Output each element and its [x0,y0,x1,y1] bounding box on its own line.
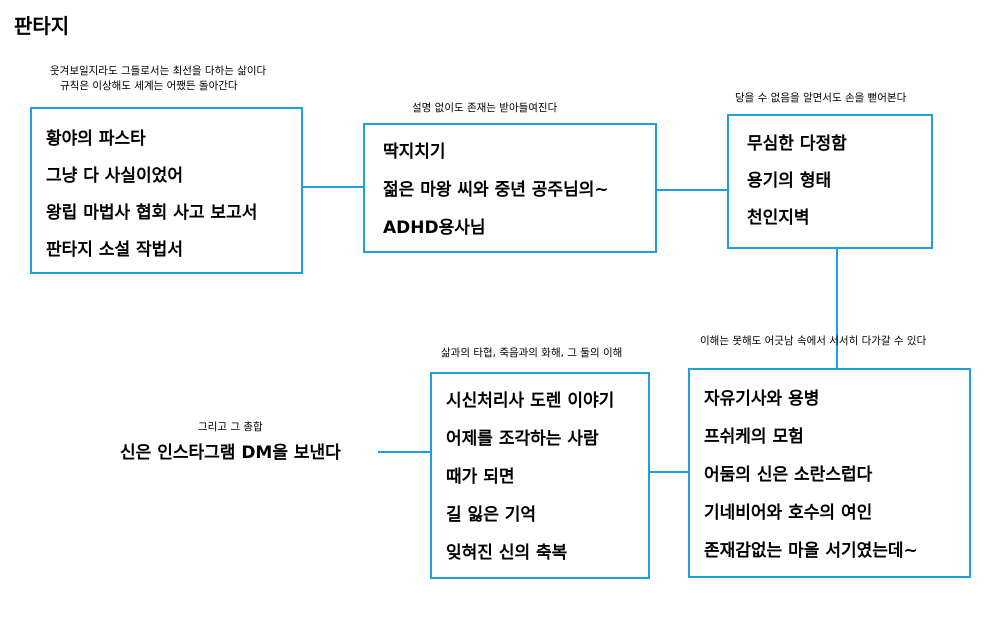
group-1-item: 그냥 다 사실이었어 [46,166,183,186]
group-2-caption-line-1: 설명 없이도 존재는 받아들여진다 [412,102,558,114]
group-1-item: 판타지 소설 작법서 [46,240,183,260]
group-1-caption: 웃겨보일지라도 그들로서는 최선을 다하는 삶이다 규칙은 이상해도 세계는 어… [50,64,266,94]
group-4-item: 기네비어와 호수의 여인 [704,503,873,523]
group-4-item: 어둠의 신은 소란스럽다 [704,465,873,485]
group-2-item: 딱지치기 [383,142,446,162]
group-1-caption-line-1: 웃겨보일지라도 그들로서는 최선을 다하는 삶이다 [50,65,267,77]
page-title: 판타지 [14,14,70,38]
group-2-item: 젊은 마왕 씨와 중년 공주님의~ [383,180,609,200]
group-3-item: 천인지벽 [747,208,810,228]
group-2-box: 딱지치기 젊은 마왕 씨와 중년 공주님의~ ADHD용사님 [363,123,657,253]
group-1-item: 황야의 파스타 [46,129,146,149]
group-4-item: 자유기사와 용병 [704,389,820,409]
group-6-item: 신은 인스타그램 DM을 보낸다 [120,443,341,463]
group-1-box: 황야의 파스타 그냥 다 사실이었어 왕립 마법사 협회 사고 보고서 판타지 … [30,107,303,274]
group-1-item: 왕립 마법사 협회 사고 보고서 [46,203,258,223]
group-2-item: ADHD용사님 [383,218,486,238]
group-3-caption-line-1: 당을 수 없음을 알면서도 손을 뻗어본다 [735,92,907,104]
group-4-caption-line-1: 이해는 못해도 어긋남 속에서 서서히 다가갈 수 있다 [700,335,927,347]
group-4-box: 자유기사와 용병 프쉬케의 모험 어둠의 신은 소란스럽다 기네비어와 호수의 … [688,368,971,578]
group-1-caption-line-2: 규칙은 이상해도 세계는 어쨌든 돌아간다 [60,80,238,92]
group-3-item: 무심한 다정함 [747,134,847,154]
group-5-caption-line-1: 삶과의 타협, 죽음과의 화해, 그 둘의 이해 [441,347,623,359]
group-5-item: 어제를 조각하는 사람 [446,429,599,449]
group-4-item: 프쉬케의 모험 [704,427,804,447]
group-5-caption: 삶과의 타협, 죽음과의 화해, 그 둘의 이해 [441,346,622,361]
group-5-item: 잊혀진 신의 축복 [446,543,568,563]
group-5-box: 시신처리사 도렌 이야기 어제를 조각하는 사람 때가 되면 길 잃은 기억 잊… [430,372,650,579]
group-5-item: 시신처리사 도렌 이야기 [446,391,615,411]
group-6-caption-line-1: 그리고 그 총합 [198,421,263,433]
group-6-caption: 그리고 그 총합 [198,420,263,435]
group-3-item: 용기의 형태 [747,171,832,191]
group-5-item: 때가 되면 [446,467,515,487]
group-4-item: 존재감없는 마을 서기였는데~ [704,541,918,561]
group-3-box: 무심한 다정함 용기의 형태 천인지벽 [727,114,933,249]
group-3-caption: 당을 수 없음을 알면서도 손을 뻗어본다 [735,91,906,106]
group-5-item: 길 잃은 기억 [446,505,537,525]
group-2-caption: 설명 없이도 존재는 받아들여진다 [412,101,557,116]
group-4-caption: 이해는 못해도 어긋남 속에서 서서히 다가갈 수 있다 [700,334,926,349]
